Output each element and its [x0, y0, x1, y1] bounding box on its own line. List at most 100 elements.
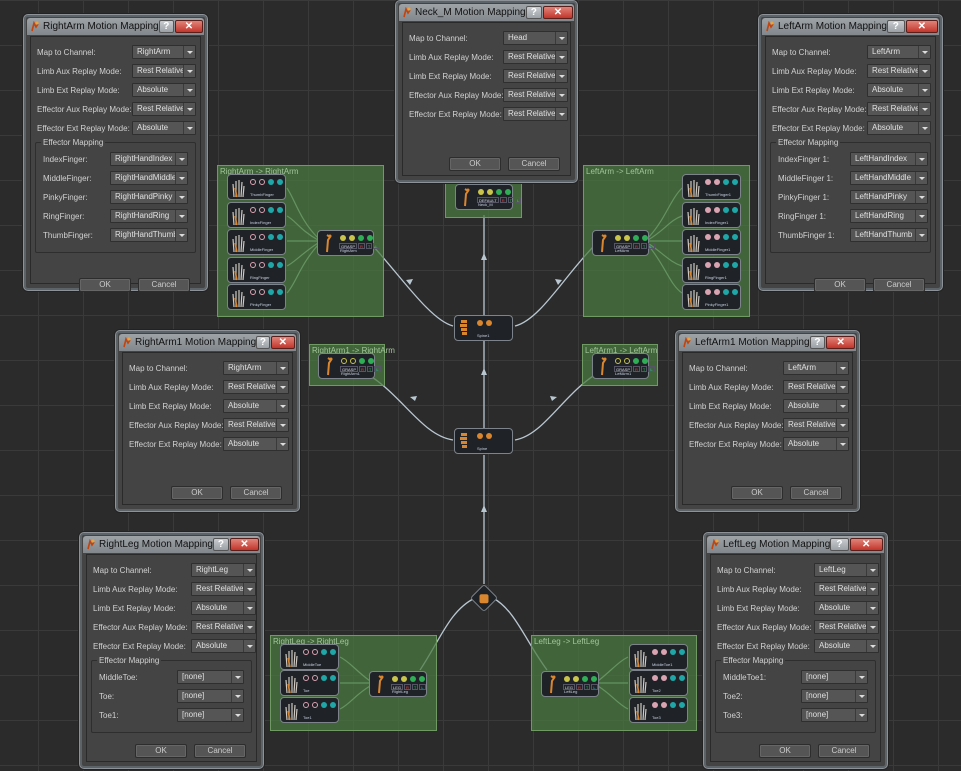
node-left-finger[interactable]: RingFinger1 — [682, 257, 741, 283]
cancel-button[interactable]: Cancel — [194, 744, 246, 758]
help-button[interactable]: ? — [212, 538, 229, 551]
mode-dropdown[interactable]: Rest Relative — [814, 582, 879, 596]
help-button[interactable]: ? — [525, 6, 542, 19]
node-right-finger[interactable]: RingFinger — [227, 257, 286, 283]
node-spine1[interactable]: Spine1 — [454, 315, 513, 341]
effector-dropdown[interactable]: LeftHandPinky — [850, 190, 928, 204]
help-button[interactable]: ? — [830, 538, 849, 551]
mode-dropdown[interactable]: Rest Relative — [867, 102, 931, 116]
cancel-button[interactable]: Cancel — [230, 486, 282, 500]
cancel-button[interactable]: Cancel — [790, 486, 842, 500]
mode-dropdown[interactable]: Rest Relative — [503, 69, 568, 83]
mode-dropdown[interactable]: RightArm — [132, 45, 196, 59]
help-button[interactable]: ? — [256, 336, 270, 349]
title-bar[interactable]: LeftLeg Motion Mapping ? ✕ — [707, 536, 884, 553]
mode-dropdown[interactable]: Absolute — [867, 83, 931, 97]
mode-dropdown[interactable]: Rest Relative — [783, 380, 849, 394]
ok-button[interactable]: OK — [171, 486, 223, 500]
dialog-neck[interactable]: Neck_M Motion Mapping ? ✕Map to Channel:… — [395, 0, 578, 183]
close-button[interactable]: ✕ — [229, 538, 259, 551]
mode-dropdown[interactable]: Absolute — [132, 83, 196, 97]
mode-dropdown[interactable]: LeftArm — [867, 45, 931, 59]
title-bar[interactable]: RightArm1 Motion Mapping ? ✕ — [119, 334, 296, 351]
mode-dropdown[interactable]: Rest Relative — [867, 64, 931, 78]
effector-dropdown[interactable]: [none] — [801, 708, 868, 722]
effector-dropdown[interactable]: LeftHandMiddle — [850, 171, 928, 185]
effector-dropdown[interactable]: RightHandPinky — [110, 190, 188, 204]
close-button[interactable]: ✕ — [174, 20, 203, 33]
dialog-rightarm[interactable]: RightArm Motion Mapping ? ✕Map to Channe… — [23, 14, 208, 292]
node-right-toe[interactable]: Toe — [280, 670, 339, 696]
mode-dropdown[interactable]: Absolute — [223, 399, 289, 413]
node-left-finger[interactable]: MiddleFinger1 — [682, 229, 741, 255]
dialog-leftarm1[interactable]: LeftArm1 Motion Mapping ? ✕Map to Channe… — [675, 330, 860, 512]
mode-dropdown[interactable]: Absolute — [783, 437, 849, 451]
node-left-toe[interactable]: MiddleToe1 — [629, 644, 688, 670]
ok-button[interactable]: OK — [79, 278, 131, 292]
dialog-rightarm1[interactable]: RightArm1 Motion Mapping ? ✕Map to Chann… — [115, 330, 300, 512]
help-button[interactable]: ? — [158, 20, 174, 33]
effector-dropdown[interactable]: RightHandThumb — [110, 228, 188, 242]
mode-dropdown[interactable]: LeftArm — [783, 361, 849, 375]
close-button[interactable]: ✕ — [270, 336, 295, 349]
mode-dropdown[interactable]: Rest Relative — [191, 582, 256, 596]
mode-dropdown[interactable]: Absolute — [783, 399, 849, 413]
mode-dropdown[interactable]: Rest Relative — [223, 380, 289, 394]
ok-button[interactable]: OK — [135, 744, 187, 758]
mode-dropdown[interactable]: Rest Relative — [191, 620, 256, 634]
node-right-finger[interactable]: IndexFinger — [227, 202, 286, 228]
node-spine[interactable]: Spine — [454, 428, 513, 454]
mode-dropdown[interactable]: Head — [503, 31, 568, 45]
mode-dropdown[interactable]: Absolute — [132, 121, 196, 135]
close-button[interactable]: ✕ — [905, 20, 938, 33]
title-bar[interactable]: RightLeg Motion Mapping ? ✕ — [83, 536, 260, 553]
effector-dropdown[interactable]: RightHandRing — [110, 209, 188, 223]
mode-dropdown[interactable]: Rest Relative — [132, 64, 196, 78]
mode-dropdown[interactable]: Absolute — [867, 121, 931, 135]
effector-dropdown[interactable]: LeftHandIndex — [850, 152, 928, 166]
node-left-finger[interactable]: ThumbFinger1 — [682, 174, 741, 200]
title-bar[interactable]: Neck_M Motion Mapping ? ✕ — [399, 4, 574, 21]
mode-dropdown[interactable]: RightLeg — [191, 563, 256, 577]
mode-dropdown[interactable]: Rest Relative — [503, 50, 568, 64]
effector-dropdown[interactable]: [none] — [177, 670, 244, 684]
effector-dropdown[interactable]: [none] — [801, 670, 868, 684]
cancel-button[interactable]: Cancel — [873, 278, 925, 292]
close-button[interactable]: ✕ — [543, 6, 573, 19]
mode-dropdown[interactable]: Absolute — [814, 639, 879, 653]
mode-dropdown[interactable]: Rest Relative — [503, 107, 568, 121]
effector-dropdown[interactable]: LeftHandThumb — [850, 228, 928, 242]
mode-dropdown[interactable]: RightArm — [223, 361, 289, 375]
mode-dropdown[interactable]: Rest Relative — [223, 418, 289, 432]
close-button[interactable]: ✕ — [826, 336, 855, 349]
mode-dropdown[interactable]: LeftLeg — [814, 563, 879, 577]
node-right-finger[interactable]: MiddleFinger — [227, 229, 286, 255]
node-left-finger[interactable]: IndexFinger1 — [682, 202, 741, 228]
mode-dropdown[interactable]: Absolute — [814, 601, 879, 615]
effector-dropdown[interactable]: [none] — [177, 689, 244, 703]
cancel-button[interactable]: Cancel — [508, 157, 560, 171]
ok-button[interactable]: OK — [814, 278, 866, 292]
help-button[interactable]: ? — [886, 20, 905, 33]
mode-dropdown[interactable]: Absolute — [223, 437, 289, 451]
ok-button[interactable]: OK — [731, 486, 783, 500]
mode-dropdown[interactable]: Rest Relative — [814, 620, 879, 634]
node-right-finger[interactable]: PinkyFinger — [227, 284, 286, 310]
dialog-leftarm[interactable]: LeftArm Motion Mapping ? ✕Map to Channel… — [758, 14, 943, 292]
effector-dropdown[interactable]: [none] — [177, 708, 244, 722]
mode-dropdown[interactable]: Absolute — [191, 601, 256, 615]
effector-dropdown[interactable]: LeftHandRing — [850, 209, 928, 223]
node-hips[interactable] — [469, 583, 499, 613]
effector-dropdown[interactable]: [none] — [801, 689, 868, 703]
title-bar[interactable]: LeftArm Motion Mapping ? ✕ — [762, 18, 939, 35]
ok-button[interactable]: OK — [759, 744, 811, 758]
node-right-finger[interactable]: ThumbFinger — [227, 174, 286, 200]
title-bar[interactable]: LeftArm1 Motion Mapping ? ✕ — [679, 334, 856, 351]
node-right-toe[interactable]: MiddleToe — [280, 644, 339, 670]
ok-button[interactable]: OK — [449, 157, 501, 171]
